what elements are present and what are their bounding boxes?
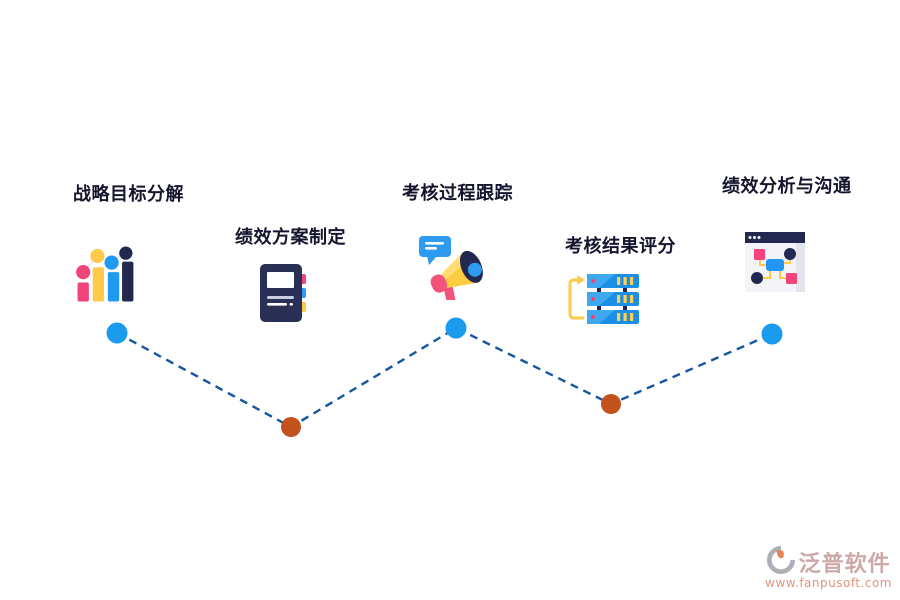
step-label-result-scoring: 考核结果评分 xyxy=(565,236,676,257)
step-label-process-tracking: 考核过程跟踪 xyxy=(402,183,513,204)
step-dot-2 xyxy=(281,417,301,437)
bar-chart-people-icon xyxy=(69,246,141,306)
watermark-url: www.fanpusoft.com xyxy=(765,576,892,590)
dashed-connector-line xyxy=(116,326,773,429)
watermark-brand: 泛普软件 xyxy=(798,552,891,577)
step-label-analysis-communication: 绩效分析与沟通 xyxy=(722,176,852,197)
fanpu-logo-icon xyxy=(766,546,795,578)
step-dot-3 xyxy=(445,317,467,339)
megaphone-icon xyxy=(415,230,493,305)
step-label-strategic-goal: 战略目标分解 xyxy=(73,184,184,205)
step-dot-1 xyxy=(106,322,128,344)
step-dot-5 xyxy=(761,323,783,345)
watermark: 泛普软件 www.fanpusoft.com xyxy=(765,546,892,590)
notebook-icon xyxy=(258,262,308,328)
step-dot-4 xyxy=(601,394,621,414)
flowchart-window-icon xyxy=(744,231,806,297)
step-label-performance-plan: 绩效方案制定 xyxy=(235,227,346,248)
server-stack-icon xyxy=(565,272,643,330)
